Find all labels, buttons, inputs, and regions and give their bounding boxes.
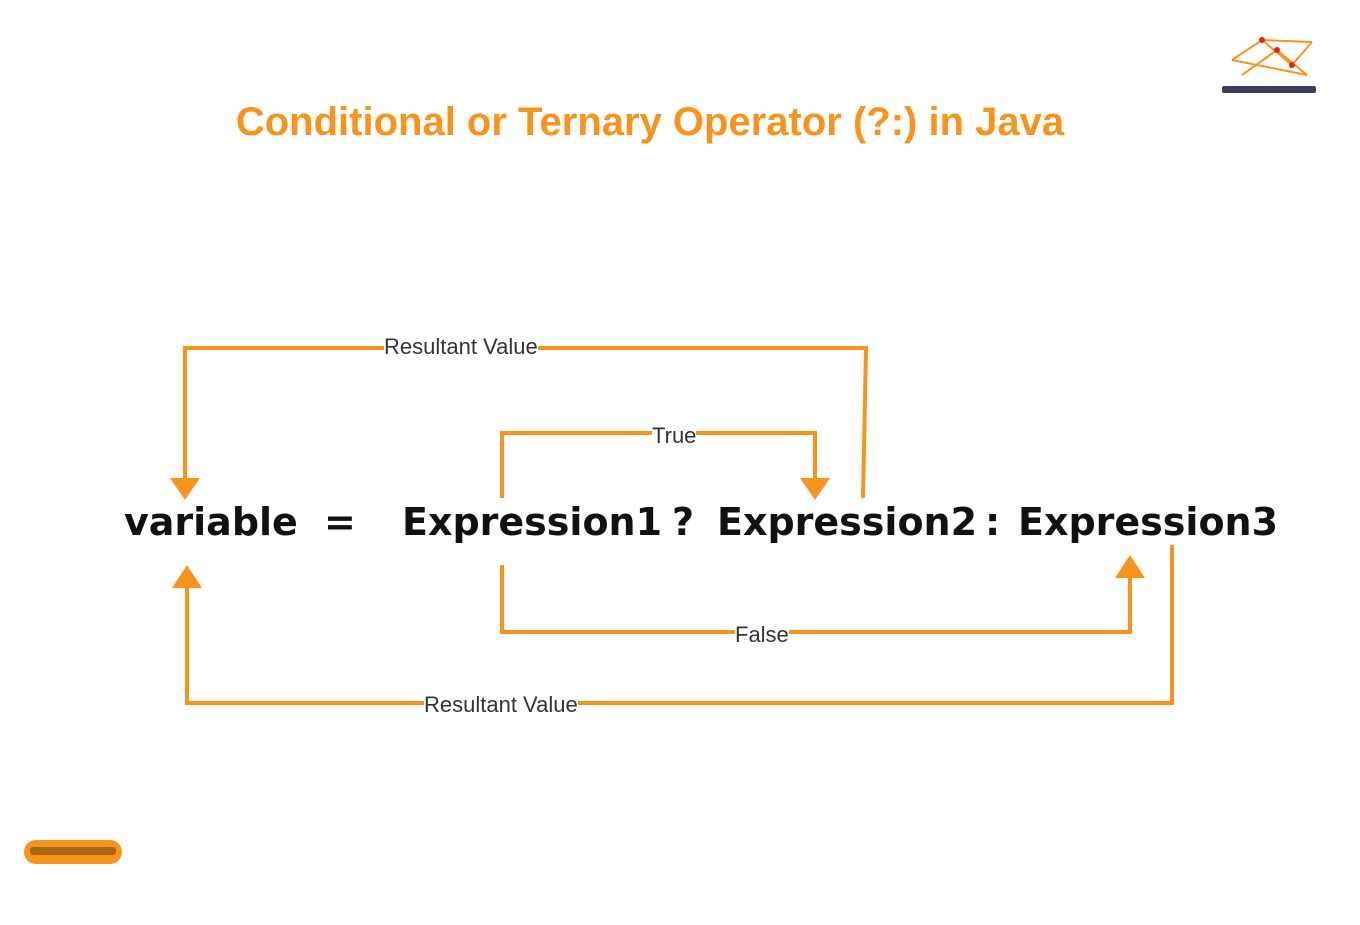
arrowhead-up-variable <box>172 565 202 588</box>
arrowhead-down-expression2 <box>800 478 830 500</box>
top-result-label: Resultant Value <box>384 334 538 360</box>
variable-text: variable <box>124 500 298 544</box>
page-title: Conditional or Ternary Operator (?:) in … <box>235 100 1065 144</box>
arrowhead-up-expression3 <box>1115 555 1145 578</box>
true-label: True <box>652 423 697 449</box>
bottom-result-connector <box>185 545 1174 705</box>
expression1-text: Expression1 <box>402 500 663 544</box>
logo-wordmark <box>1222 86 1316 93</box>
brand-badge <box>24 840 122 864</box>
equals-operator: = <box>324 500 356 544</box>
arrowhead-down-variable <box>170 478 200 500</box>
false-label: False <box>735 622 789 648</box>
network-logo-icon <box>1222 30 1322 100</box>
false-connector <box>500 565 1132 634</box>
bottom-result-label: Resultant Value <box>424 692 578 718</box>
expression3-text: Expression3 <box>1018 500 1279 544</box>
question-operator: ? <box>672 500 695 544</box>
top-result-connector <box>183 346 869 499</box>
badge-wordmark <box>30 847 116 855</box>
colon-operator: : <box>985 500 1001 544</box>
expression2-text: Expression2 <box>717 500 978 544</box>
